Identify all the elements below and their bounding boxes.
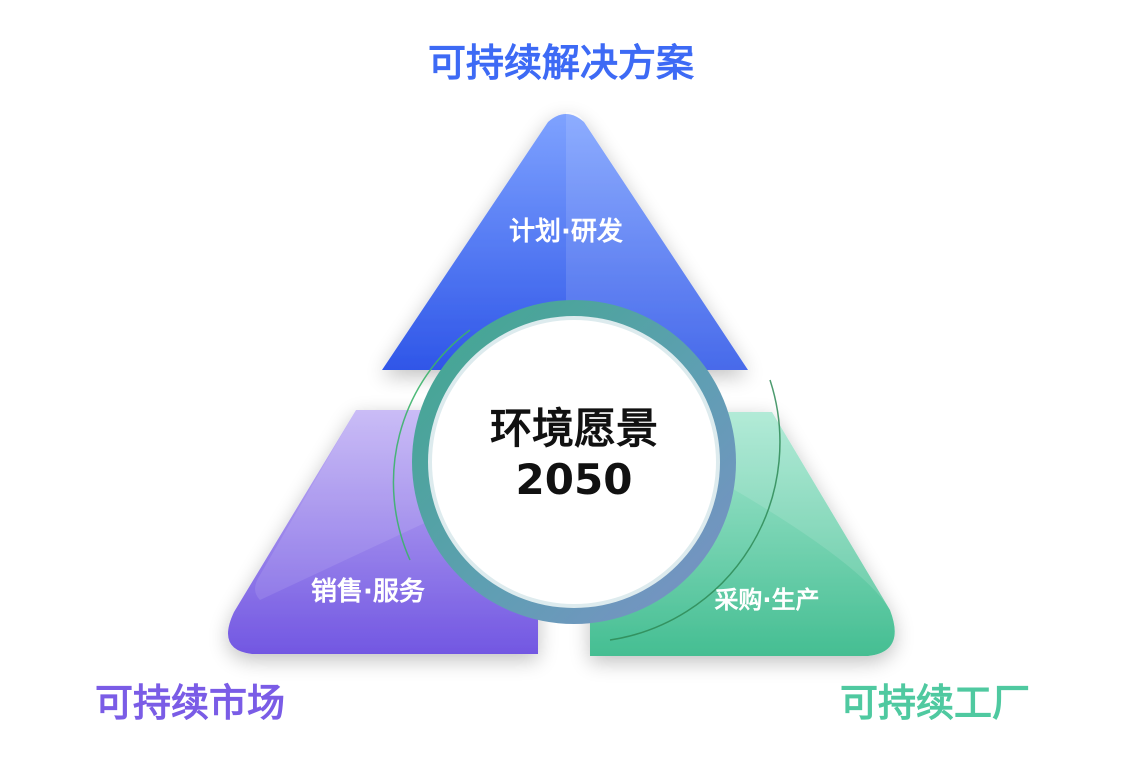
decor-arc-left <box>392 329 471 561</box>
center-disc <box>432 320 716 604</box>
center-circle <box>412 300 736 624</box>
segment-right-highlight <box>700 412 890 610</box>
segment-right-label: 采购·生产 <box>714 586 819 614</box>
title-right: 可持续工厂 <box>840 681 1030 725</box>
segment-left-label: 销售·服务 <box>311 576 425 607</box>
center-year: 2050 <box>516 455 633 504</box>
center-title: 环境愿景 <box>490 404 658 453</box>
title-left: 可持续市场 <box>95 681 285 725</box>
decor-arc-right <box>609 379 781 641</box>
title-top: 可持续解决方案 <box>428 41 695 85</box>
segment-top-label: 计划·研发 <box>509 216 623 247</box>
